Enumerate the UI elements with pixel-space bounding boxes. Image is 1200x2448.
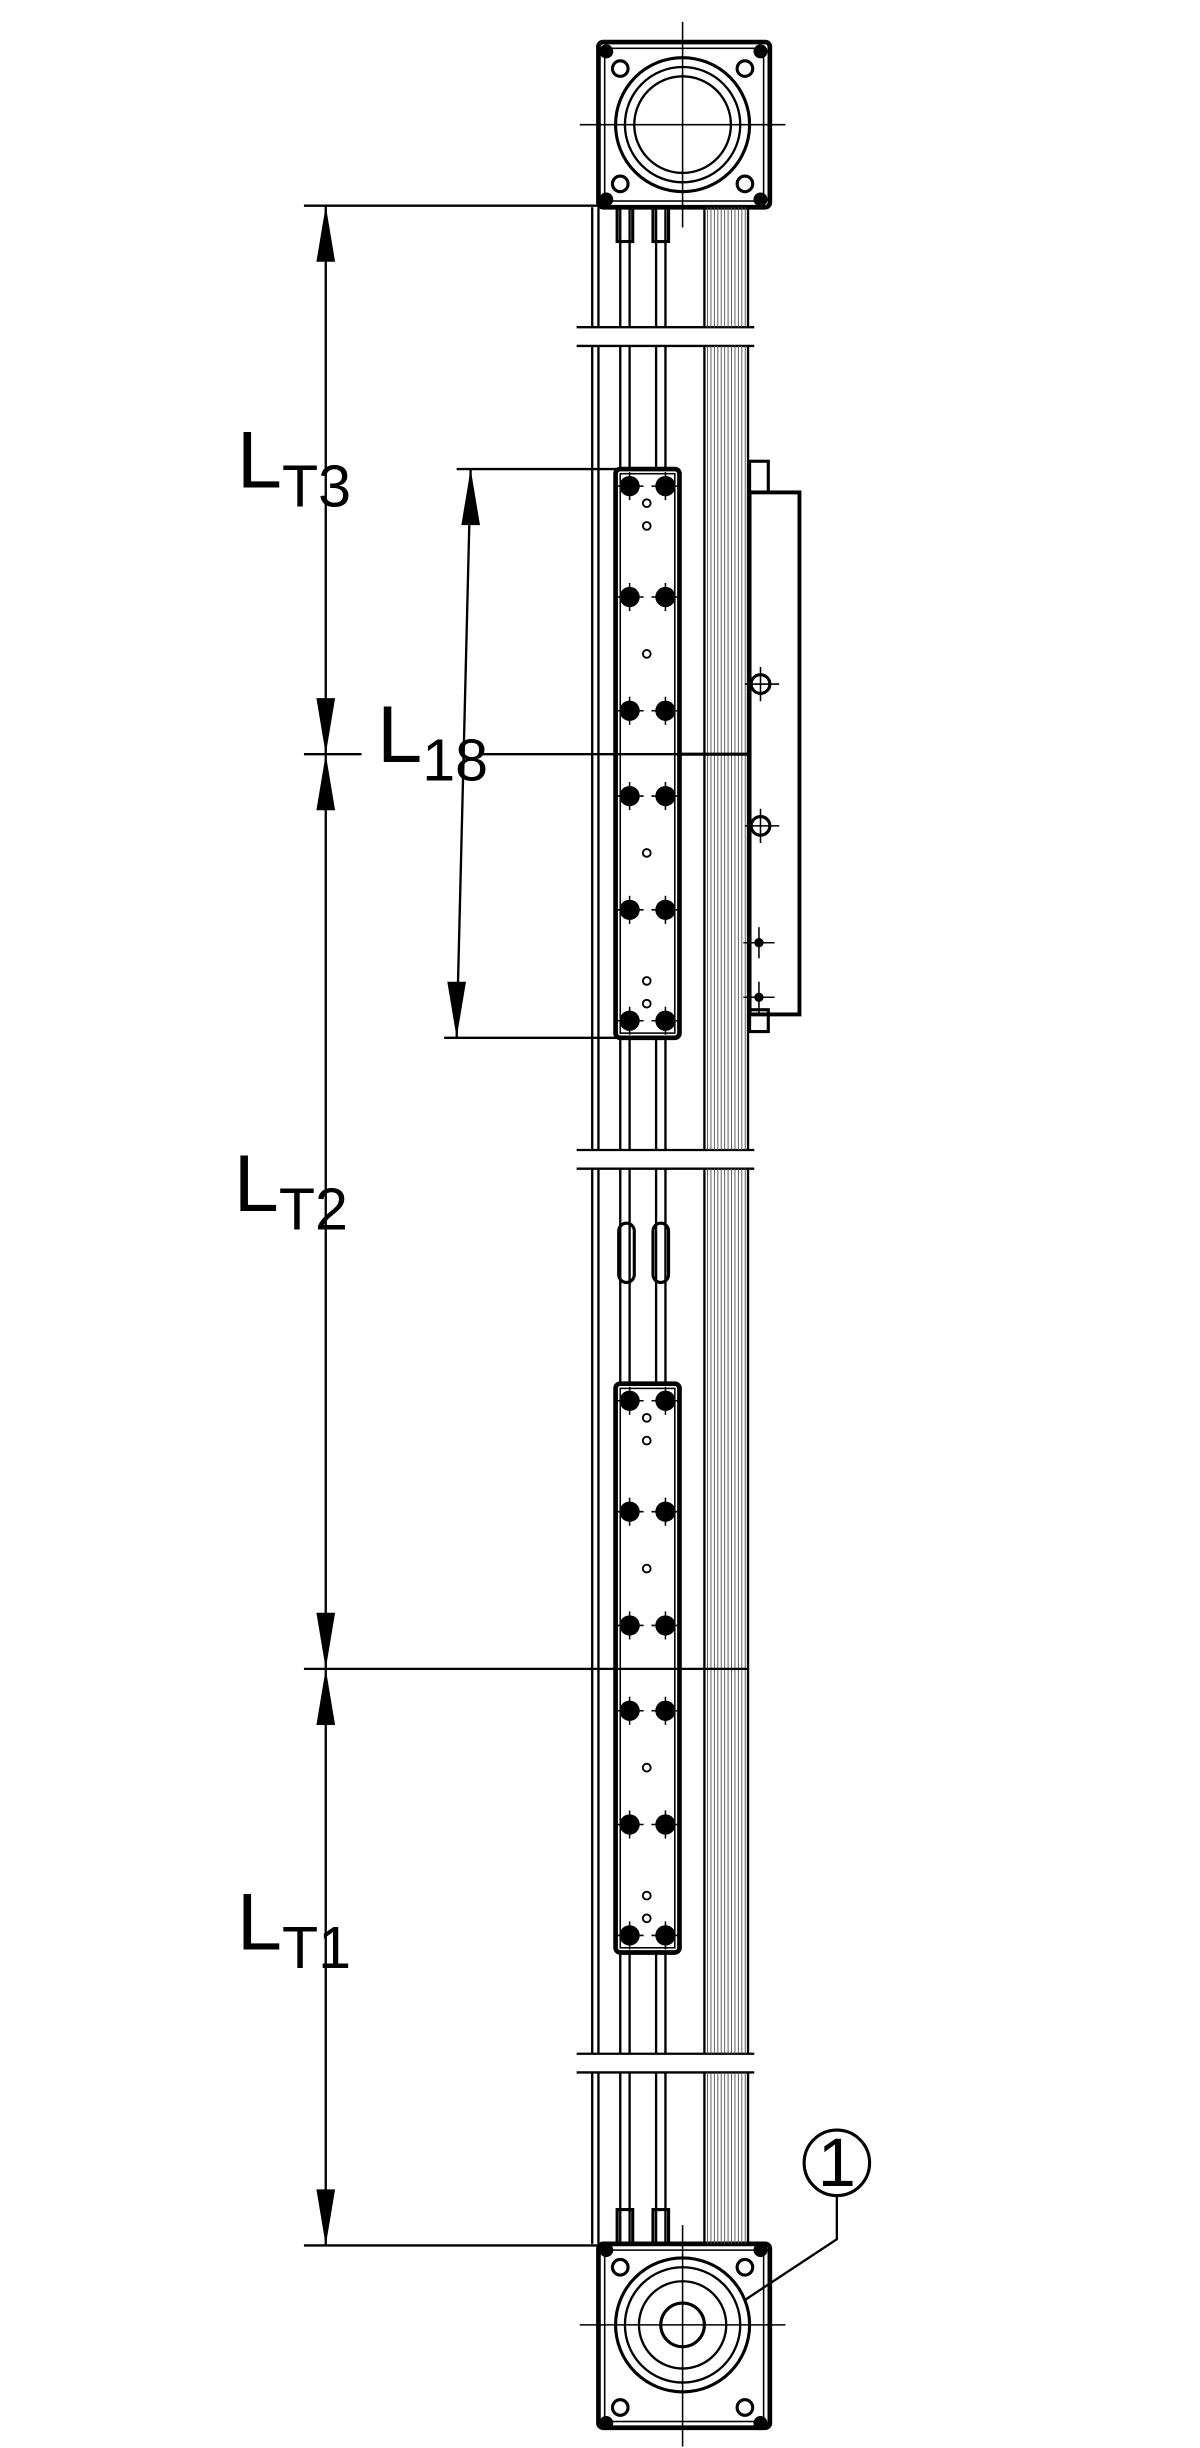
lube-hole [641, 649, 652, 659]
belt-hatching [707, 207, 746, 2244]
top-end-housing [579, 21, 786, 228]
lube-hole [641, 1413, 652, 1423]
lube-hole [641, 498, 652, 508]
carriages [613, 466, 682, 1955]
lube-hole [641, 1913, 652, 1924]
dim-label-lt2: LT2 [234, 1139, 348, 1243]
lt1-main: L [237, 1877, 282, 1967]
lube-hole [641, 1435, 652, 1446]
callout-leader [744, 2195, 839, 2301]
lube-hole [641, 1762, 652, 1773]
callout-number: 1 [818, 2124, 856, 2201]
callout-bubble: 1 [744, 2124, 872, 2301]
lt2-sub: T2 [279, 1175, 348, 1242]
lt3-main: L [237, 416, 282, 506]
lube-hole [641, 848, 652, 858]
lube-hole [641, 998, 652, 1009]
lube-hole [641, 1563, 652, 1574]
dim-label-l18: L18 [377, 690, 488, 794]
dim-label-lt3: LT3 [237, 416, 351, 520]
lube-hole [641, 1890, 652, 1901]
l18-sub: 18 [422, 727, 488, 794]
l18-main: L [377, 690, 422, 780]
dimension-lines [303, 204, 749, 2247]
dim-label-lt1: LT1 [237, 1877, 351, 1981]
bottom-end-housing [579, 2225, 786, 2447]
lt3-sub: T3 [282, 452, 351, 519]
lt1-sub: T1 [282, 1914, 351, 1981]
lube-hole [641, 521, 652, 531]
lt2-main: L [234, 1139, 279, 1229]
dimension-arrowheads [316, 205, 481, 2246]
side-bracket [679, 459, 802, 1034]
lube-hole [641, 976, 652, 986]
